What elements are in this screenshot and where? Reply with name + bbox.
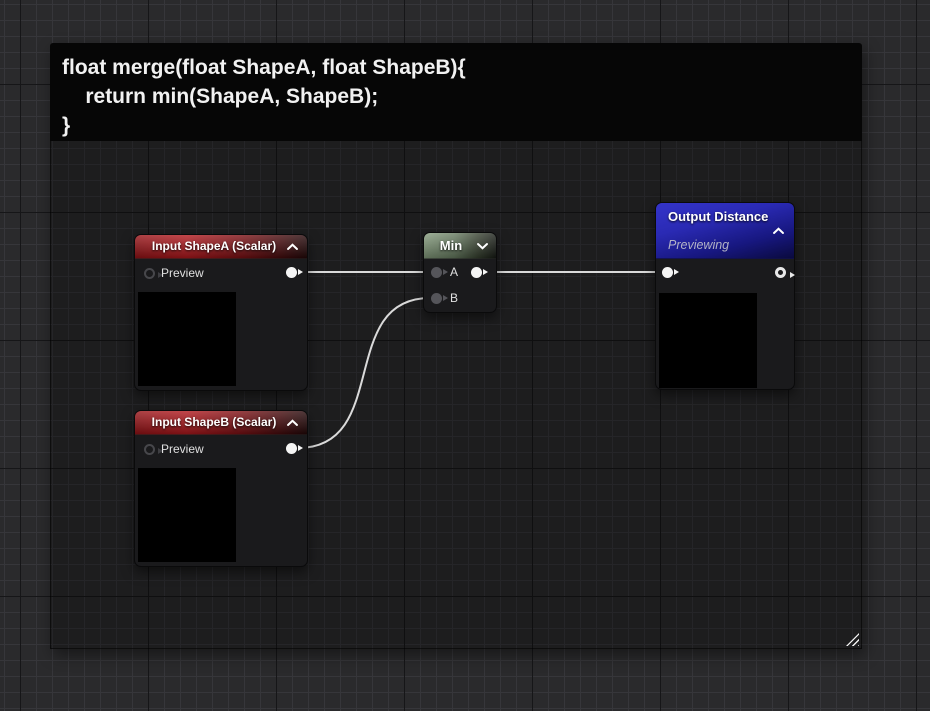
previewing-status-label: Previewing (668, 238, 730, 252)
input-pin[interactable] (662, 267, 679, 278)
node-output-distance-header[interactable]: Output Distance Previewing (656, 203, 794, 259)
output-pin[interactable] (471, 267, 488, 278)
preview-thumbnail (659, 293, 757, 388)
comment-code-line: } (62, 114, 71, 137)
preview-pin-label: Preview (161, 266, 204, 280)
comment-code-line: return min(ShapeA, ShapeB); (62, 85, 379, 108)
chevron-down-icon[interactable] (476, 242, 489, 250)
preview-input-pin[interactable] (144, 268, 163, 279)
result-output-pin[interactable] (775, 267, 795, 278)
input-pin-b[interactable] (431, 293, 448, 304)
output-pin[interactable] (286, 443, 303, 454)
comment-title-bar[interactable]: float merge(float ShapeA, float ShapeB){… (50, 43, 862, 141)
node-output-distance[interactable]: Output Distance Previewing (655, 202, 795, 390)
preview-thumbnail (138, 292, 236, 386)
preview-input-pin[interactable] (144, 444, 163, 455)
preview-pin-label: Preview (161, 442, 204, 456)
output-pin[interactable] (286, 267, 303, 278)
chevron-up-icon[interactable] (286, 419, 299, 427)
node-input-shapea[interactable]: Input ShapeA (Scalar) Preview (134, 234, 308, 391)
node-input-shapea-header[interactable]: Input ShapeA (Scalar) (135, 235, 307, 259)
input-pin-b-label: B (450, 291, 459, 305)
comment-resize-handle[interactable] (846, 633, 859, 646)
comment-code-line: float merge(float ShapeA, float ShapeB){ (62, 56, 466, 79)
node-title: Input ShapeB (Scalar) (151, 415, 277, 429)
node-title: Output Distance (668, 209, 769, 224)
node-input-shapeb-header[interactable]: Input ShapeB (Scalar) (135, 411, 307, 435)
node-min-header[interactable]: Min (424, 233, 496, 259)
input-pin-a-label: A (450, 265, 459, 279)
chevron-up-icon[interactable] (286, 243, 299, 251)
node-title: Min (439, 238, 463, 253)
node-input-shapeb[interactable]: Input ShapeB (Scalar) Preview (134, 410, 308, 567)
input-pin-a[interactable] (431, 267, 448, 278)
preview-thumbnail (138, 468, 236, 562)
node-min[interactable]: Min A B (423, 232, 497, 313)
chevron-up-icon[interactable] (772, 227, 785, 235)
node-title: Input ShapeA (Scalar) (151, 239, 277, 253)
